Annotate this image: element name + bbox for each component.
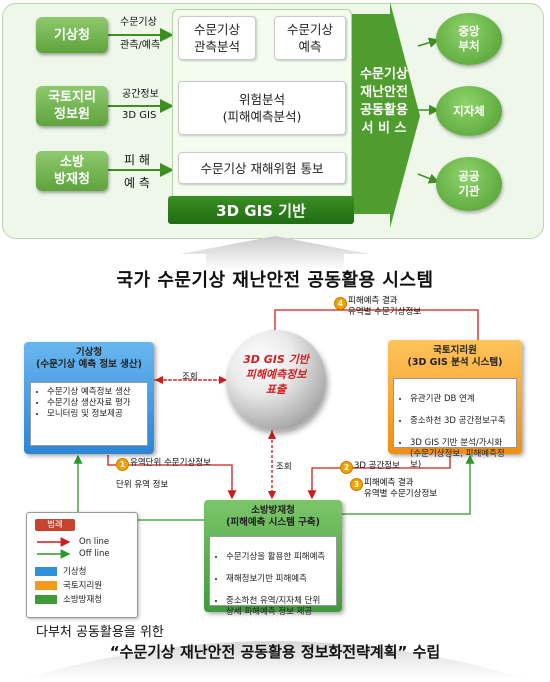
legend-title: 범례: [35, 519, 75, 531]
recipient-local: 지자체: [436, 86, 502, 136]
panel-kma: 기상청 (수문기상 예측 정보 생산) 수문기상 예측정보 생산 수문기상 생산…: [24, 342, 154, 454]
note-hydromet: 수문기상: [120, 17, 157, 28]
legend-swatch-ngii: [35, 581, 57, 590]
arrow-service-central: [417, 37, 440, 48]
gis-sphere-label: 3D GIS 기반 피해예측정보 표출: [243, 353, 309, 396]
panel-ngii-body: 유관기관 DB 연계 중소하천 3D 공간정보구축 3D GIS 기반 분석/가…: [393, 378, 517, 470]
note-3dgis: 3D GIS: [122, 110, 157, 121]
panel-nema-item: 수문기상을 활용한 피해예측: [226, 552, 330, 563]
service-label: 수문기상 재난안전 공동활용 서 비 스: [360, 67, 408, 136]
panel-ngii-item: 3D GIS 기반 분석/가시화 (수문기상정보, 피해예측정보): [410, 438, 510, 471]
legend-nema: 소방방재청: [63, 595, 103, 605]
recipient-central-label: 중앙 부처: [458, 24, 480, 53]
panel-nema-item: 중소하천 유역/지자체 단위 상세 피해예측 정보 제공: [226, 596, 330, 618]
flow-label-query-left: 조회: [182, 372, 198, 382]
up-arrow-top: [180, 236, 370, 270]
panel-ngii-list: 유관기관 DB 연계 중소하천 3D 공간정보구축 3D GIS 기반 분석/가…: [394, 379, 516, 482]
main-heading: 국가 수문기상 재난안전 공동활용 시스템: [116, 270, 434, 291]
legend-offline: Off line: [79, 549, 110, 559]
panel-nema-body: 수문기상을 활용한 피해예측 재해정보기반 피해예측 중소하천 유역/지자체 단…: [209, 536, 337, 617]
panel-ngii-item: 유관기관 DB 연계: [410, 394, 510, 405]
legend-kma: 기상청: [63, 567, 87, 577]
footer-arc: [20, 641, 530, 680]
flow-label-4: 피해예측 결과 유역별 수문기상정보: [348, 296, 422, 317]
flow-label-1b: 단위 유역 정보: [116, 480, 169, 490]
panel-nema-title: 소방방재청 (피해예측 시스템 구축): [226, 505, 320, 528]
panel-kma-title: 기상청 (수문기상 예측 정보 생산): [35, 347, 142, 370]
arrow-service-public: [417, 173, 440, 184]
recipient-central: 중앙 부처: [436, 13, 502, 65]
gis-base-bar: 3D GIS 기반: [168, 196, 354, 224]
process-step-notify: 수문기상 재해위험 통보: [178, 152, 346, 184]
note-spatial: 공간정보: [122, 89, 159, 100]
service-big-arrow: [352, 2, 420, 228]
panel-ngii-title: 국토지리원 (3D GIS 분석 시스템): [407, 345, 503, 368]
process-step-risk-label: 위험분석 (피해예측분석): [222, 92, 302, 124]
gis-sphere: [226, 330, 326, 430]
flow-label-1: 유역단위 수문기상정보: [130, 458, 211, 468]
recipient-public: 공공 기관: [436, 157, 502, 211]
source-nema: 소방 방재청: [36, 151, 108, 191]
panel-kma-item: 수문기상 생산자료 평가: [47, 398, 141, 409]
panel-nema-item: 재해정보기반 피해예측: [226, 574, 330, 585]
flow-label-3: 피해예측 결과 유역별 수문기상정보: [364, 478, 438, 499]
process-step-notify-label: 수문기상 재해위험 통보: [200, 160, 324, 176]
flow-lines: [73, 309, 479, 521]
flow-label-query-mid: 조회: [276, 462, 292, 472]
panel-ngii: 국토지리원 (3D GIS 분석 시스템) 유관기관 DB 연계 중소하천 3D…: [388, 340, 522, 470]
source-kma: 기상청: [36, 17, 108, 53]
source-nema-label: 소방 방재청: [54, 155, 90, 187]
process-step-risk: 위험분석 (피해예측분석): [178, 81, 346, 135]
legend-lines: [37, 537, 71, 559]
panel-kma-item: 모니터링 및 정보제공: [47, 409, 141, 420]
flow-num-4: 4: [334, 297, 347, 310]
legend-ngii: 국토지리원: [63, 581, 103, 591]
note-predict: 예 측: [124, 176, 150, 190]
flow-num-3: 3: [350, 478, 363, 491]
process-step-observe: 수문기상 관측분석: [178, 16, 256, 60]
process-step-predict-label: 수문기상 예측: [286, 22, 333, 54]
footer-title: “수문기상 재난안전 공동활용 정보화전략계획” 수립: [109, 643, 441, 661]
process-step-predict: 수문기상 예측: [274, 16, 346, 60]
legend-swatch-nema: [35, 595, 57, 604]
recipient-local-label: 지자체: [453, 103, 485, 118]
note-damage: 피 해: [124, 153, 150, 167]
panel-kma-item: 수문기상 예측정보 생산: [47, 387, 141, 398]
legend: 범례 On line Off line 기상청 국토지리원 소방방재청: [26, 512, 138, 618]
panel-nema-list: 수문기상을 활용한 피해예측 재해정보기반 피해예측 중소하천 유역/지자체 단…: [210, 537, 336, 629]
panel-kma-body: 수문기상 예측정보 생산 수문기상 생산자료 평가 모니터링 및 정보제공: [30, 382, 148, 446]
note-observe: 관측/예측: [120, 40, 161, 51]
flow-label-2: 3D 공간정보: [354, 461, 400, 471]
process-step-observe-label: 수문기상 관측분석: [193, 22, 240, 54]
source-kma-label: 기상청: [54, 27, 90, 43]
flow-num-2: 2: [340, 461, 353, 474]
legend-swatch-kma: [35, 567, 57, 576]
flow-num-1: 1: [116, 458, 129, 471]
panel-kma-list: 수문기상 예측정보 생산 수문기상 생산자료 평가 모니터링 및 정보제공: [31, 383, 147, 420]
panel-nema: 소방방재청 (피해예측 시스템 구축) 수문기상을 활용한 피해예측 재해정보기…: [204, 500, 342, 617]
panel-ngii-item: 중소하천 3D 공간정보구축: [410, 416, 510, 427]
footer-subtitle: 다부처 공동활용을 위한: [36, 625, 164, 640]
gis-base-bar-label: 3D GIS 기반: [216, 201, 306, 220]
recipient-public-label: 공공 기관: [458, 169, 480, 198]
source-ngii: 국토지리 정보원: [36, 86, 108, 126]
source-ngii-label: 국토지리 정보원: [48, 90, 96, 122]
legend-online: On line: [79, 537, 110, 547]
